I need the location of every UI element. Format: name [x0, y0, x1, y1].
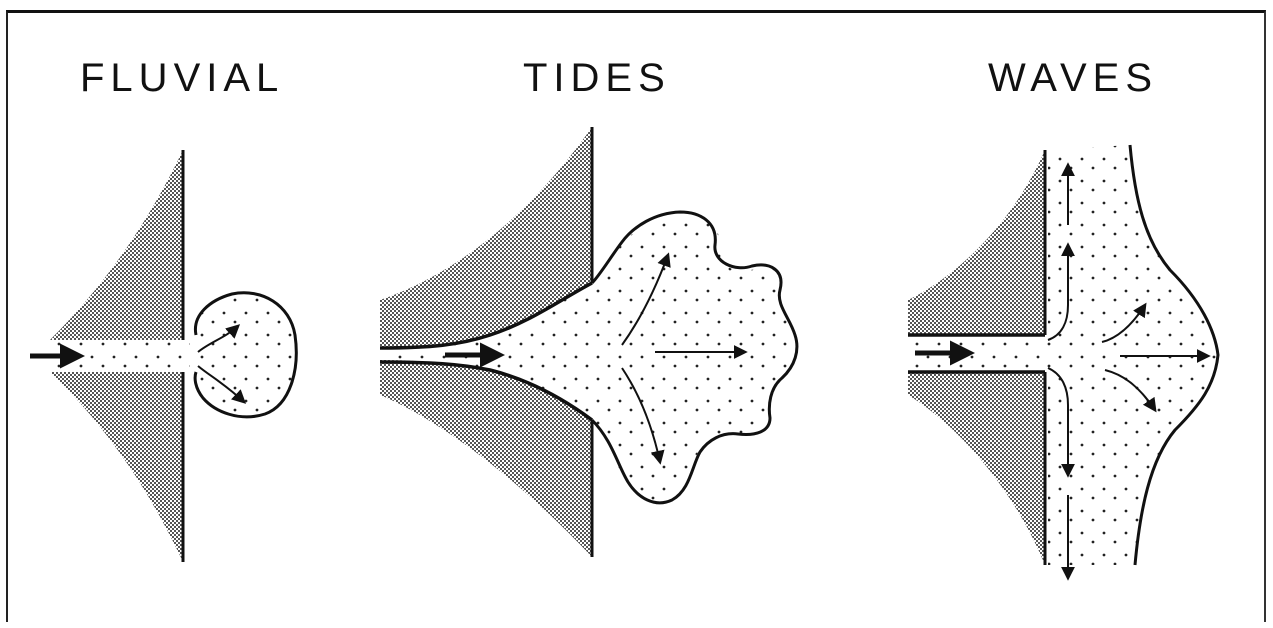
fluvial-land-lower — [50, 372, 183, 562]
waves-land-lower — [908, 372, 1045, 565]
tides-panel — [380, 127, 797, 557]
waves-panel — [908, 145, 1218, 578]
fluvial-panel — [30, 150, 296, 562]
waves-land-upper — [908, 150, 1045, 335]
fluvial-land-upper — [50, 150, 183, 340]
fluvial-delta-lobe — [195, 293, 296, 417]
